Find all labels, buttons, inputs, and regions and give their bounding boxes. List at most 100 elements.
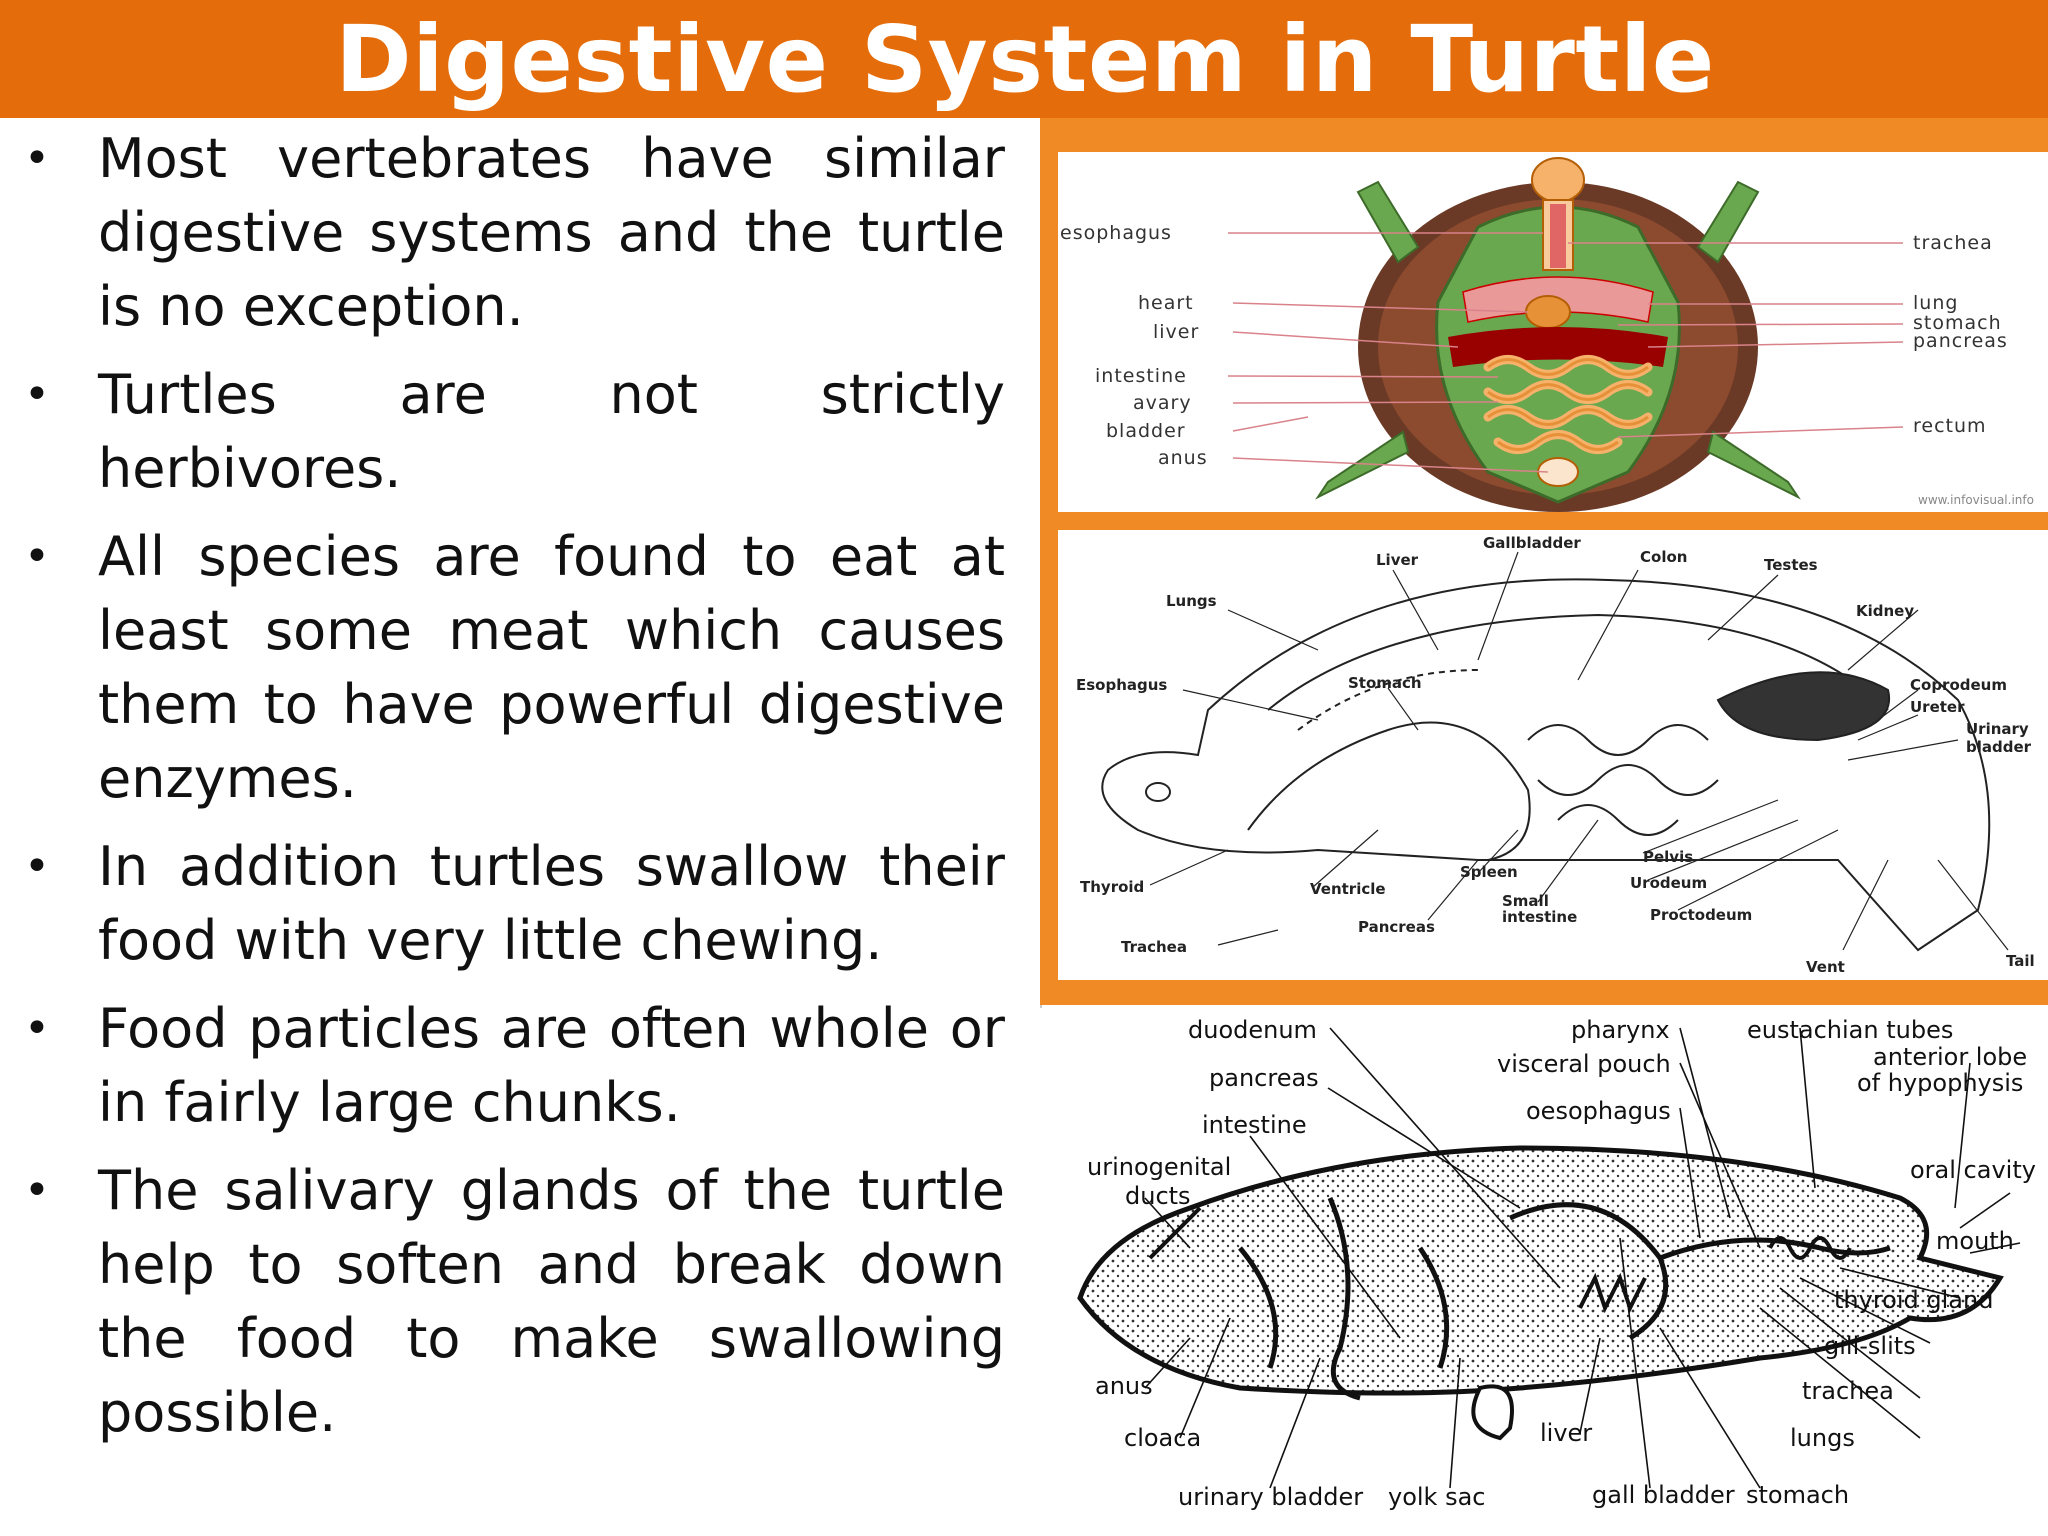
label-coprodeum: Coprodeum — [1910, 676, 2007, 694]
label-duodenum: duodenum — [1188, 1016, 1317, 1044]
bullet-item: • Turtles are not strictly herbivores. — [20, 358, 1005, 506]
label-ureter: Ureter — [1910, 698, 1965, 716]
label-bladder: bladder — [1106, 420, 1186, 442]
bullet-list: • Most vertebrates have similar digestiv… — [20, 122, 1005, 1464]
label-anus: anus — [1095, 1372, 1153, 1400]
turtle-anatomy-svg: esophagus heart liver intestine avary bl… — [1060, 157, 2034, 512]
label-oral-cavity: oral cavity — [1910, 1156, 2036, 1184]
label-urodeum: Urodeum — [1630, 874, 1707, 892]
label-pancreas: Pancreas — [1358, 918, 1435, 936]
bullet-item: • Most vertebrates have similar digestiv… — [20, 122, 1005, 344]
label-esophagus: Esophagus — [1076, 676, 1167, 694]
label-anus: anus — [1158, 447, 1208, 469]
label-intestine: intestine — [1202, 1111, 1307, 1139]
outline-drawing — [1101, 578, 1991, 952]
label-pharynx: pharynx — [1571, 1016, 1670, 1044]
turtle-sagittal-svg: duodenum pharynx eustachian tubes anteri… — [1077, 1016, 2036, 1511]
label-intestine: intestine — [1095, 365, 1187, 387]
label-gill-slits: gill-slits — [1824, 1332, 1916, 1360]
heart-shape — [1525, 295, 1571, 329]
label-pancreas: pancreas — [1209, 1064, 1319, 1092]
label-urinary-bladder: urinary bladder — [1178, 1483, 1363, 1511]
label-gall-bladder: gall bladder — [1592, 1481, 1735, 1509]
hind-right-limb — [1706, 430, 1801, 500]
front-right-limb — [1696, 180, 1760, 264]
bullet-item: • All species are found to eat at least … — [20, 520, 1005, 816]
title-bar: Digestive System in Turtle — [0, 0, 2048, 118]
label-liver: Liver — [1376, 551, 1419, 569]
label-small: Small — [1502, 892, 1549, 910]
bullet-text: All species are found to eat at least so… — [98, 525, 1005, 810]
label-ducts: ducts — [1125, 1182, 1191, 1210]
bullet-text: Food particles are often whole or in fai… — [98, 997, 1005, 1134]
bullet-item: • Food particles are often whole or in f… — [20, 992, 1005, 1140]
label-kidney: Kidney — [1856, 602, 1914, 620]
label-oesophagus: oesophagus — [1526, 1097, 1671, 1125]
label-pelvis: Pelvis — [1643, 848, 1693, 866]
label-testes: Testes — [1764, 556, 1818, 574]
label-bladder: bladder — [1966, 738, 2032, 756]
label-spleen: Spleen — [1460, 863, 1518, 881]
bullet-icon: • — [24, 1003, 50, 1054]
turtle-lateral-anatomy-diagram: Gallbladder Liver Colon Testes Lungs Kid… — [1058, 530, 2048, 980]
bullet-text: Most vertebrates have similar digestive … — [98, 127, 1005, 338]
label-urinogenital: urinogenital — [1087, 1153, 1231, 1181]
label-vent: Vent — [1806, 958, 1845, 976]
label-pancreas: pancreas — [1913, 330, 2008, 352]
trachea-shape — [1550, 204, 1566, 268]
label-stomach: Stomach — [1348, 674, 1422, 692]
label-intestine: intestine — [1502, 908, 1577, 926]
turtle-sagittal-diagram: duodenum pharynx eustachian tubes anteri… — [1040, 1008, 2048, 1536]
turtle-lateral-svg: Gallbladder Liver Colon Testes Lungs Kid… — [1076, 534, 2035, 976]
front-left-limb — [1356, 180, 1420, 264]
label-gallbladder: Gallbladder — [1483, 534, 1581, 552]
label-trachea: trachea — [1913, 232, 1993, 254]
label-liver: liver — [1153, 321, 1199, 343]
bullet-item: • In addition turtles swallow their food… — [20, 830, 1005, 978]
label-avary: avary — [1133, 392, 1192, 414]
label-thyroid: Thyroid — [1080, 878, 1144, 896]
label-stomach: stomach — [1913, 312, 2002, 334]
slide-title: Digestive System in Turtle — [335, 5, 1715, 113]
leader-lines — [1227, 232, 1904, 473]
bullet-text: Turtles are not strictly herbivores. — [98, 363, 1005, 500]
label-trachea: trachea — [1802, 1377, 1894, 1405]
label-yolk-sac: yolk sac — [1388, 1483, 1486, 1511]
label-esophagus: esophagus — [1060, 222, 1172, 244]
intestine-outline-shape — [1487, 358, 1649, 451]
label-thyroid-gland: thyroid gland — [1834, 1286, 1993, 1314]
bullet-icon: • — [24, 531, 50, 582]
label-ventricle: Ventricle — [1310, 880, 1386, 898]
label-colon: Colon — [1640, 548, 1687, 566]
bullet-icon: • — [24, 369, 50, 420]
turtle-anatomy-color-diagram: esophagus heart liver intestine avary bl… — [1058, 152, 2048, 512]
bullet-item: • The salivary glands of the turtle help… — [20, 1154, 1005, 1450]
leader-lines — [1144, 1027, 2021, 1489]
label-trachea: Trachea — [1121, 938, 1187, 956]
label-eustachian: eustachian tubes — [1747, 1016, 1953, 1044]
label-cloaca: cloaca — [1124, 1424, 1201, 1452]
label-rectum: rectum — [1913, 415, 1987, 437]
label-urinary: Urinary — [1966, 720, 2029, 738]
bullet-icon: • — [24, 133, 50, 184]
label-heart: heart — [1138, 292, 1194, 314]
label-stomach: stomach — [1746, 1481, 1849, 1509]
label-visceral-pouch: visceral pouch — [1497, 1050, 1671, 1078]
bullet-icon: • — [24, 1165, 50, 1216]
head-shape — [1531, 157, 1585, 203]
label-anterior-lobe: anterior lobe — [1873, 1043, 2027, 1071]
bullet-text: In addition turtles swallow their food w… — [98, 835, 1005, 972]
leader-lines — [1149, 551, 2009, 951]
label-lung: lung — [1913, 292, 1958, 314]
label-hypophysis: of hypophysis — [1857, 1069, 2023, 1097]
label-mouth: mouth — [1936, 1227, 2014, 1255]
image-credit: www.infovisual.info — [1918, 493, 2034, 507]
bullet-text: The salivary glands of the turtle help t… — [98, 1159, 1005, 1444]
label-tail: Tail — [2006, 952, 2035, 970]
label-proctodeum: Proctodeum — [1650, 906, 1752, 924]
body-outline — [1077, 1145, 2004, 1441]
label-lungs: Lungs — [1166, 592, 1217, 610]
label-lungs: lungs — [1790, 1424, 1855, 1452]
label-liver: liver — [1540, 1419, 1592, 1447]
bullet-icon: • — [24, 841, 50, 892]
